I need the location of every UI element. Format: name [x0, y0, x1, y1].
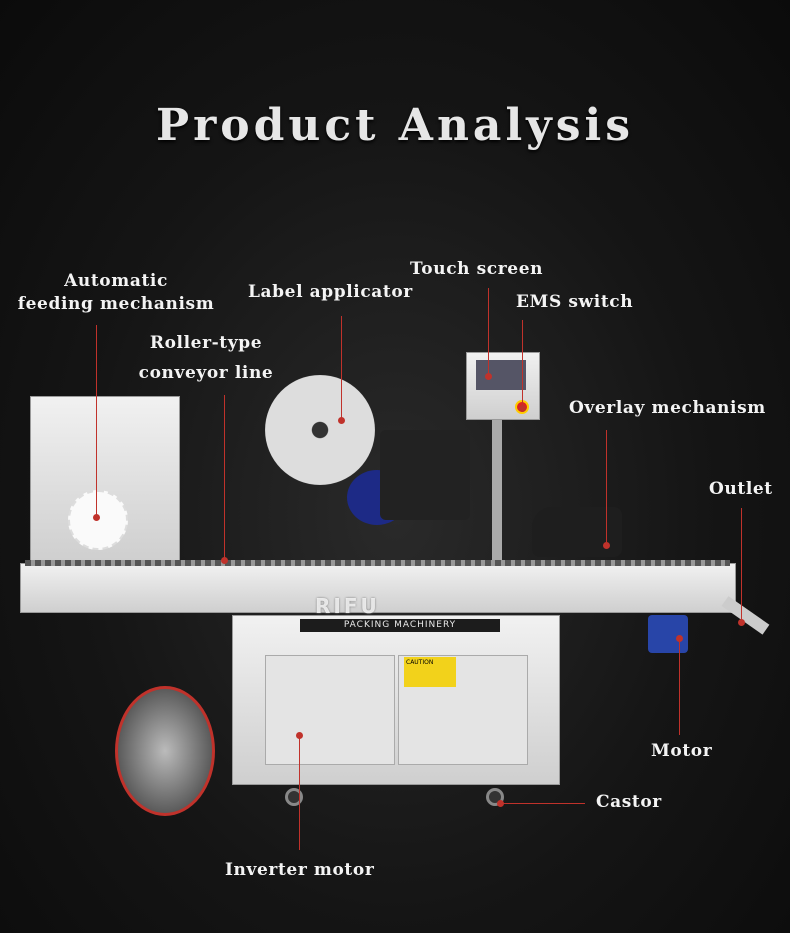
- leader-dot: [221, 557, 228, 564]
- labeling-head: [380, 430, 470, 520]
- leader-dot: [485, 373, 492, 380]
- callout-conveyor-line1: Roller-type: [149, 333, 263, 353]
- watermark-sub: PACKING MACHINERY: [300, 619, 500, 632]
- leader-dot: [519, 405, 526, 412]
- callout-conveyor-line2: conveyor line: [138, 363, 274, 383]
- leader-dot: [497, 800, 504, 807]
- screen-pole: [492, 410, 502, 560]
- leader-line: [679, 638, 680, 735]
- outlet-chute: [721, 596, 770, 635]
- callout-ems-switch: EMS switch: [516, 292, 634, 312]
- leader-dot: [296, 732, 303, 739]
- callout-feeding-line2: feeding mechanism: [17, 294, 215, 314]
- leader-line: [488, 288, 489, 376]
- callout-feeding-line1: Automatic: [64, 271, 168, 291]
- watermark-brand: RIFU: [315, 594, 380, 618]
- callout-outlet: Outlet: [709, 479, 773, 499]
- leader-line: [341, 316, 342, 420]
- touch-screen: [476, 360, 526, 390]
- inverter-inset: [115, 686, 215, 816]
- conveyor-rollers: [25, 560, 730, 566]
- page-title: Product Analysis: [156, 100, 634, 151]
- caution-label: CAUTION: [404, 657, 456, 687]
- leader-line: [741, 508, 742, 622]
- callout-motor: Motor: [651, 741, 713, 761]
- leader-dot: [338, 417, 345, 424]
- leader-dot: [603, 542, 610, 549]
- callout-touch-screen: Touch screen: [410, 259, 544, 279]
- label-reel: [265, 375, 375, 485]
- castor-wheel: [285, 788, 303, 806]
- leader-line: [606, 430, 607, 545]
- overlay-unit: [532, 507, 622, 557]
- leader-line: [299, 735, 300, 850]
- leader-line: [96, 325, 97, 517]
- leader-line: [224, 395, 225, 560]
- callout-overlay-mechanism: Overlay mechanism: [569, 398, 766, 418]
- leader-dot: [93, 514, 100, 521]
- motor-body: [648, 615, 688, 653]
- leader-dot: [676, 635, 683, 642]
- callout-label-applicator: Label applicator: [248, 282, 413, 302]
- cabinet-door-right: [398, 655, 528, 765]
- leader-line: [500, 803, 585, 804]
- callout-inverter-motor: Inverter motor: [225, 860, 375, 880]
- leader-line: [522, 320, 523, 408]
- leader-dot: [738, 619, 745, 626]
- cabinet-door-left: [265, 655, 395, 765]
- conveyor-line: [20, 563, 736, 613]
- callout-castor: Castor: [596, 792, 662, 812]
